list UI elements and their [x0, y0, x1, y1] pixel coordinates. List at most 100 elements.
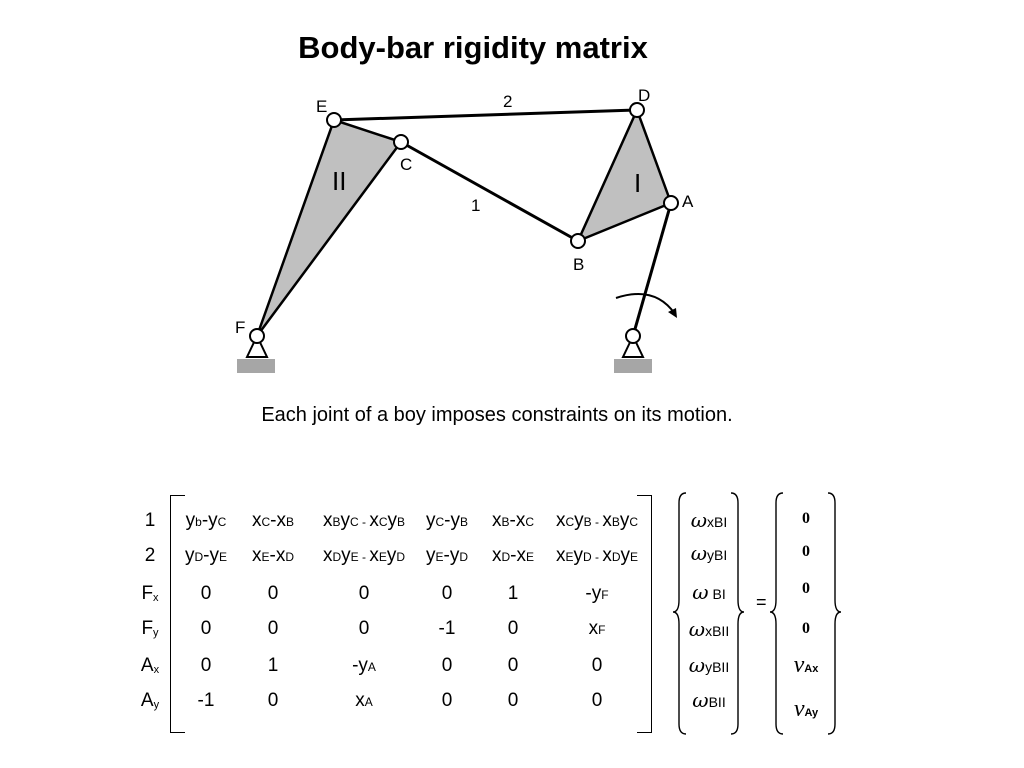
cell-term: x [555, 545, 566, 566]
cell-term: D [582, 550, 592, 564]
matrix-cell: yD-yE [162, 545, 250, 567]
matrix-cell: 0 [403, 655, 491, 677]
cell-term: x [588, 618, 599, 639]
cell-term: B [583, 515, 592, 529]
cell-term: E [218, 550, 227, 564]
unknown-entry: ωxBI [669, 508, 749, 532]
matrix-cell: 1 [229, 655, 317, 677]
cell-term: B [285, 515, 294, 529]
cell-term: E [525, 550, 534, 564]
rhs-right-brace [827, 492, 842, 735]
cell-term: B [459, 515, 468, 529]
matrix-cell: xF [553, 618, 641, 640]
rhs-entry: νAy [766, 696, 846, 723]
nu-subscript: Ax [804, 663, 819, 675]
unknown-entry: ωxBII [669, 617, 749, 641]
row-label-main: F [141, 618, 154, 639]
cell-term: A [367, 660, 376, 674]
unknown-entry: ωyBI [669, 541, 749, 565]
cell-term: - [203, 545, 210, 566]
cell-term: B [332, 515, 341, 529]
matrix-cell: xE-xD [229, 545, 317, 567]
cell-term: - [591, 550, 603, 564]
label-F: F [235, 318, 245, 337]
cell-term: y [184, 545, 195, 566]
cell-term: x [491, 545, 502, 566]
rotation-arrow [615, 293, 676, 315]
cell-term: 0 [267, 618, 279, 639]
cell-term: E [565, 550, 574, 564]
cell-term: 0 [441, 655, 453, 676]
matrix-cell: 0 [162, 583, 250, 605]
omega-subscript: xBI [707, 514, 728, 530]
cell-term: -1 [438, 618, 456, 639]
cell-term: y [185, 510, 196, 531]
cell-term: E [261, 550, 270, 564]
matrix-cell: xC-xB [229, 510, 317, 532]
row-label-sub: y [153, 627, 159, 639]
matrix-cell: 0 [320, 618, 408, 640]
unknowns-right-brace [730, 492, 745, 735]
cell-term: - [201, 510, 209, 531]
cell-term: 0 [267, 583, 279, 604]
omega-subscript: yBI [707, 547, 728, 563]
cell-term: x [369, 510, 379, 531]
row-label-main: 1 [144, 510, 156, 531]
bar-2 [333, 108, 638, 122]
cell-term: B [397, 515, 406, 529]
cell-term: x [322, 545, 333, 566]
cell-term: -y [585, 583, 602, 604]
matrix-cell: 0 [229, 618, 317, 640]
matrix-cell: 0 [162, 618, 250, 640]
cell-term: y [619, 510, 630, 531]
matrix-right-bracket [637, 495, 652, 733]
row-label: Ay [135, 690, 165, 712]
cell-term: C [217, 515, 227, 529]
cell-term: y [574, 510, 584, 531]
joint-F [249, 328, 265, 344]
row-label: Fy [135, 618, 165, 640]
matrix-cell: -1 [403, 618, 491, 640]
row-label-main: A [140, 655, 154, 676]
joint-C [393, 134, 409, 150]
cell-term: y [425, 510, 436, 531]
matrix-left-bracket [170, 495, 185, 733]
cell-term: 0 [507, 655, 519, 676]
joint-ground-pivot [625, 328, 641, 344]
ground-left [237, 359, 275, 373]
cell-term: y [450, 510, 460, 531]
cell-term: D [332, 550, 342, 564]
matrix-cell: xDyE - xEyD [320, 545, 408, 567]
cell-term: 0 [358, 618, 370, 639]
omega-symbol: ω [690, 508, 708, 532]
cell-term: 0 [200, 583, 212, 604]
cell-term: 0 [507, 690, 519, 711]
joint-D [629, 102, 645, 118]
matrix-cell: 0 [229, 583, 317, 605]
cell-term: D [285, 550, 294, 564]
cell-term: - [269, 545, 276, 566]
omega-subscript: yBII [705, 659, 730, 675]
cell-term: x [276, 510, 286, 531]
cell-term: x [602, 510, 612, 531]
label-body-I: I [634, 168, 641, 198]
cell-term: 0 [441, 583, 453, 604]
row-label-sub: x [153, 592, 159, 604]
cell-term: 0 [200, 655, 212, 676]
omega-symbol: ω [688, 617, 706, 641]
support-right [621, 333, 645, 358]
cell-term: y [449, 545, 460, 566]
rhs-left-brace [769, 492, 784, 735]
cell-term: y [620, 545, 631, 566]
label-A: A [682, 192, 694, 211]
cell-term: x [275, 545, 286, 566]
rhs-entry: 0 [766, 620, 846, 638]
cell-term: E [435, 550, 444, 564]
omega-subscript: BII [708, 694, 726, 710]
row-label-main: 2 [144, 545, 156, 566]
cell-term: x [251, 510, 262, 531]
page-title: Body-bar rigidity matrix [298, 30, 648, 65]
matrix-cell: 0 [320, 583, 408, 605]
zero-value: 0 [802, 510, 810, 527]
omega-symbol: ω [688, 653, 706, 677]
